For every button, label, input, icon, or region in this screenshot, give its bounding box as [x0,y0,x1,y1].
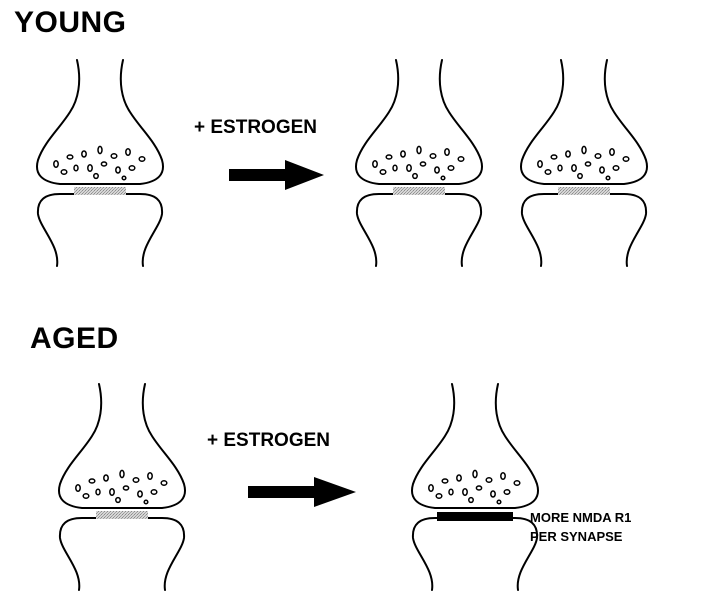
young-synapse-after-2 [521,60,647,266]
aged-synapse-after [412,384,538,590]
aged-synapse-before [59,384,185,590]
young-synapse-before [37,60,163,266]
young-synapse-after-1 [356,60,482,266]
aged-arrow [248,477,356,507]
young-arrow [229,160,324,190]
